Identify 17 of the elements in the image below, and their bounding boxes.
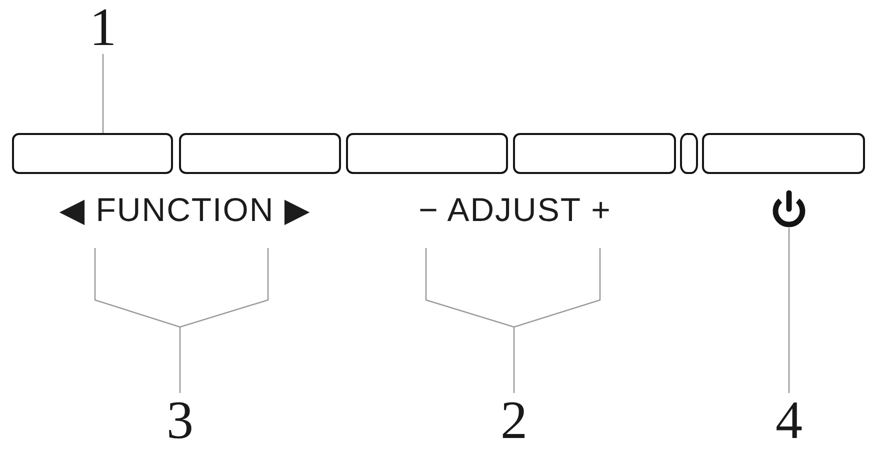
- control-label: ◀ FUNCTION ▶: [35, 190, 335, 248]
- callout-number: 4: [769, 393, 809, 447]
- leader-line: [94, 247, 269, 394]
- callout-number: 1: [83, 0, 123, 54]
- divider-slot: [680, 133, 698, 174]
- panel-button: [179, 133, 341, 174]
- leader-line: [425, 247, 601, 394]
- leader-line: [788, 228, 790, 393]
- leader-line: [102, 54, 104, 133]
- panel-button: [12, 133, 173, 174]
- control-label: − ADJUST +: [385, 190, 645, 248]
- panel-button: [702, 133, 865, 174]
- power-icon: [772, 190, 806, 228]
- panel-button: [346, 133, 508, 174]
- panel-button: [513, 133, 676, 174]
- callout-number: 2: [494, 393, 534, 447]
- callout-number: 3: [160, 393, 200, 447]
